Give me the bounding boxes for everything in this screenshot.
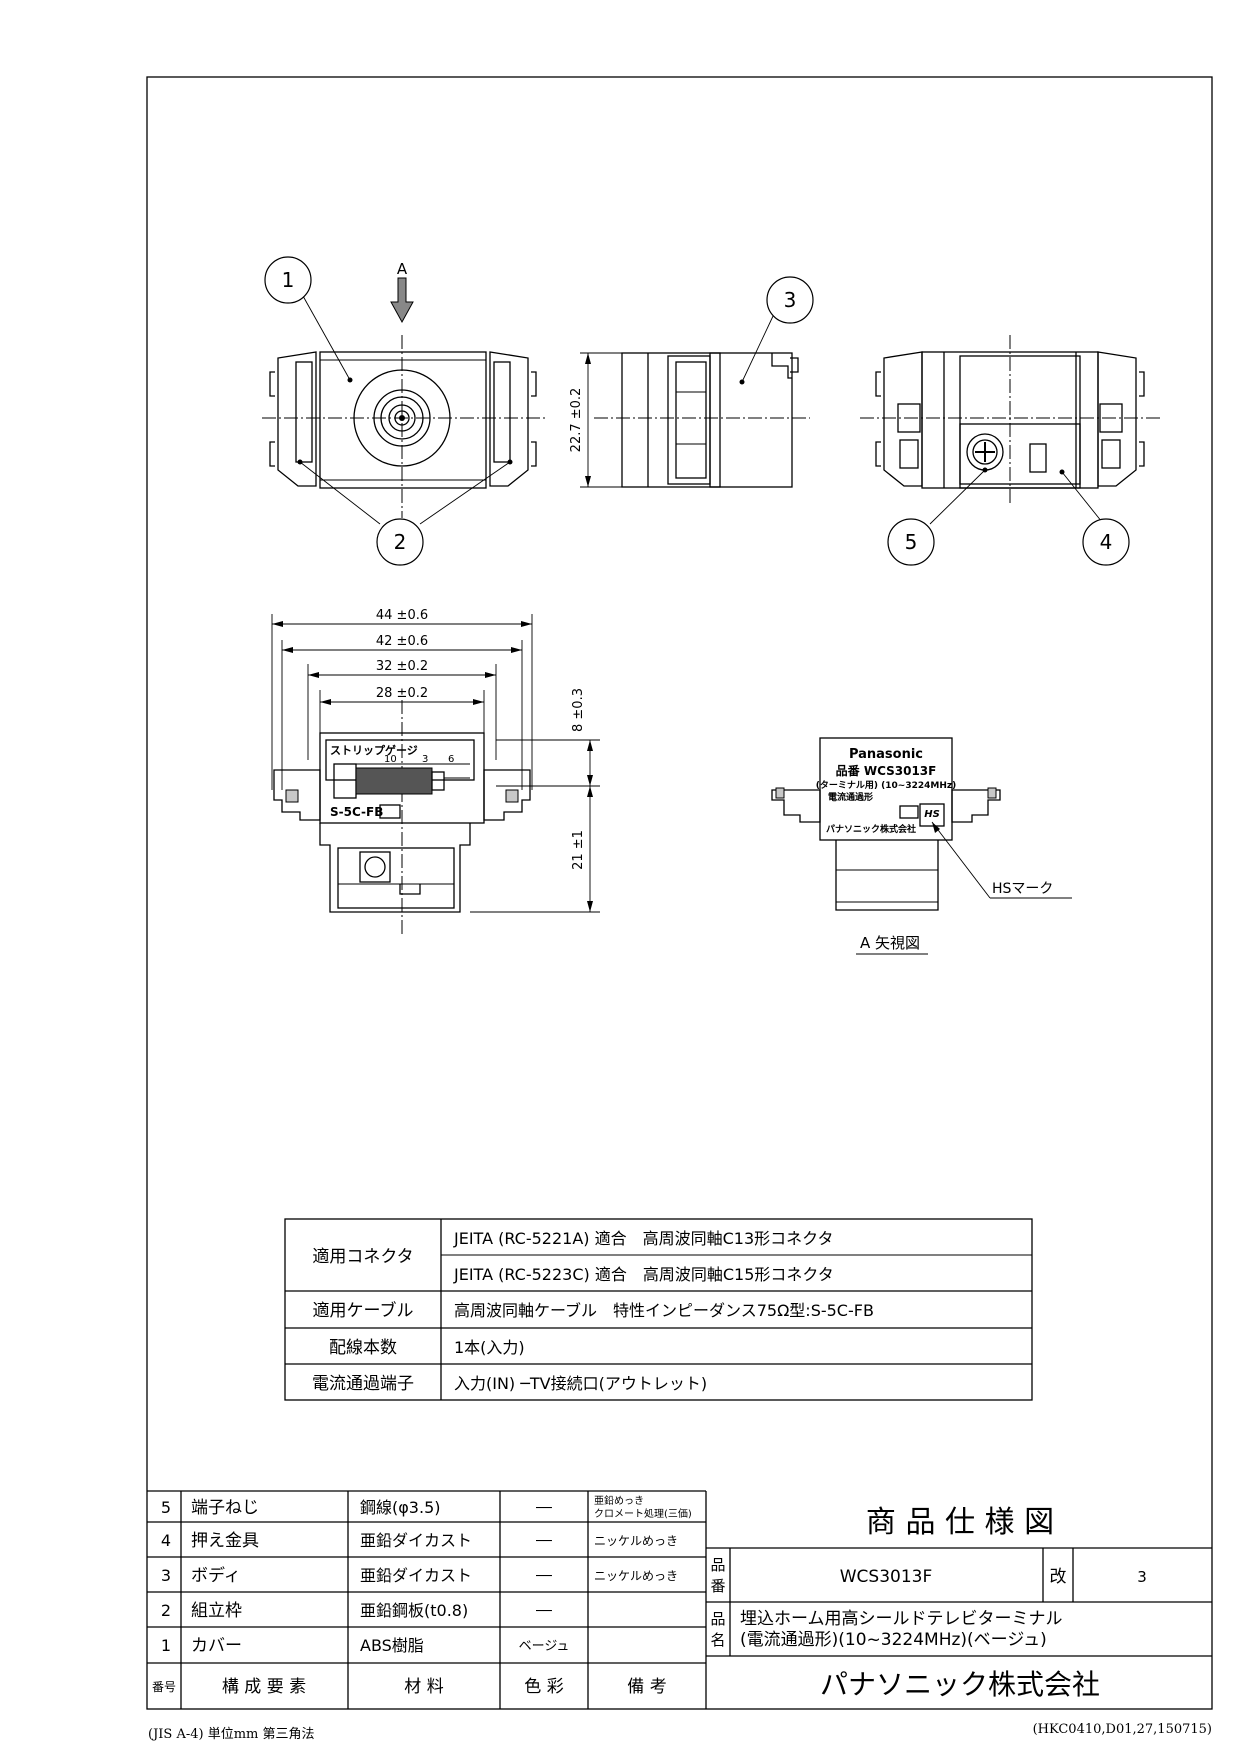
doc-title: 商 品 仕 様 図 [866, 1505, 1054, 1540]
hinban-label-2: 番 [710, 1577, 725, 1595]
label-sub1: (ターミナル用) (10~3224MHz) [816, 779, 956, 791]
part-5-name: 端子ねじ [191, 1498, 259, 1518]
hinmei-label-1: 品 [710, 1610, 725, 1628]
part-2-material: 亜鉛鋼板(t0.8) [360, 1601, 468, 1620]
part-3-no: 3 [161, 1566, 171, 1585]
spec-row-1-label: 適用コネクタ [312, 1247, 413, 1267]
callout-5 [887, 518, 935, 566]
label-model: 品番 WCS3013F [836, 763, 937, 778]
parts-header-color: 色 彩 [524, 1677, 563, 1697]
parts-header-part: 構 成 要 素 [222, 1677, 306, 1697]
part-3-material: 亜鉛ダイカスト [360, 1566, 472, 1585]
part-4-name: 押え金具 [191, 1531, 259, 1551]
callout-4 [1082, 518, 1130, 566]
strip-gauge-10: 10 [384, 754, 397, 765]
hinmei-line-1: 埋込ホーム用高シールドテレビターミナル [740, 1609, 1063, 1629]
part-3-color: ── [535, 1569, 552, 1584]
side-view: 3 22.7 ±0.2 [569, 276, 814, 488]
part-3-name: ボディ [191, 1565, 241, 1586]
strip-gauge-3: 3 [422, 754, 428, 765]
callout-2 [376, 518, 424, 566]
cable-type-label: S-5C-FB [330, 805, 383, 819]
dim-32: 32 ±0.2 [376, 659, 428, 674]
dim-8: 8 ±0.3 [571, 688, 586, 732]
spec-row-2-label: 適用ケーブル [313, 1300, 414, 1321]
callout-1 [264, 256, 312, 304]
front-view: A 1 2 [262, 256, 545, 566]
parts-table: 5 端子ねじ 鋼線(φ3.5) ── 亜鉛めっき クロメート処理(三価) 4 押… [147, 1490, 707, 1709]
spec-row-4-label: 電流通過端子 [312, 1374, 414, 1394]
spec-row-2-value: 高周波同軸ケーブル 特性インピーダンス75Ω型:S-5C-FB [454, 1301, 874, 1320]
label-hs: HS [924, 809, 940, 820]
spec-row-3-value: 1本(入力) [454, 1338, 525, 1357]
part-5-color: ── [535, 1501, 552, 1516]
label-sub2: 電流通過形 [828, 791, 873, 803]
part-1-material: ABS樹脂 [360, 1636, 424, 1655]
callout-3-label: 3 [784, 288, 797, 312]
dim-22-7: 22.7 ±0.2 [569, 388, 584, 453]
part-2-no: 2 [161, 1601, 171, 1620]
kai-value: 3 [1137, 1568, 1147, 1586]
dim-44: 44 ±0.6 [376, 608, 428, 623]
hinban: WCS3013F [840, 1567, 933, 1587]
view-a: Panasonic 品番 WCS3013F (ターミナル用) (10~3224M… [771, 737, 1072, 955]
rear-view: 5 4 [860, 335, 1160, 566]
view-a-caption: A 矢視図 [860, 934, 920, 952]
drawing-frame [146, 76, 1213, 1710]
spec-row-1-value-1: JEITA (RC-5221A) 適合 高周波同軸C13形コネクタ [453, 1229, 834, 1248]
part-5-note2: クロメート処理(三価) [594, 1507, 692, 1520]
label-maker: パナソニック株式会社 [826, 823, 916, 835]
parts-header-material: 材 料 [404, 1677, 443, 1697]
parts-header-note: 備 考 [627, 1677, 666, 1697]
parts-header-no: 番号 [152, 1680, 176, 1694]
part-4-note1: ニッケルめっき [594, 1534, 678, 1548]
part-2-color: ── [535, 1604, 552, 1619]
hinmei-line-2: (電流通過形)(10~3224MHz)(ベージュ) [740, 1630, 1047, 1650]
part-1-color: ベージュ [519, 1639, 570, 1654]
spec-row-4-value: 入力(IN) ─TV接続口(アウトレット) [454, 1374, 707, 1393]
callout-2-label: 2 [394, 530, 407, 554]
part-4-material: 亜鉛ダイカスト [360, 1531, 472, 1550]
callout-4-label: 4 [1100, 530, 1113, 554]
callout-1-label: 1 [282, 268, 295, 292]
strip-gauge-label: ストリップゲージ [330, 743, 418, 757]
view-a-arrow-icon [390, 277, 414, 324]
strip-gauge-6: 6 [448, 754, 454, 765]
part-5-note1: 亜鉛めっき [594, 1494, 644, 1507]
hs-mark-label: HSマーク [992, 881, 1053, 897]
part-4-no: 4 [161, 1531, 171, 1550]
dim-42: 42 ±0.6 [376, 634, 428, 649]
spec-row-1-value-2: JEITA (RC-5223C) 適合 高周波同軸C15形コネクタ [453, 1265, 834, 1284]
hinmei-label-2: 名 [710, 1631, 725, 1649]
label-side-view: 44 ±0.6 42 ±0.6 32 ±0.2 28 ±0.2 ストリップゲージ… [271, 608, 600, 935]
part-4-color: ── [535, 1534, 552, 1549]
part-3-note1: ニッケルめっき [594, 1569, 678, 1583]
footer-right: (HKC0410,D01,27,150715) [1033, 1722, 1212, 1737]
dim-28: 28 ±0.2 [376, 686, 428, 701]
spec-row-3-label: 配線本数 [329, 1338, 397, 1358]
title-block: 商 品 仕 様 図 品 番 WCS3013F 改 3 品 名 埋込ホーム用高シー… [706, 1505, 1212, 1701]
kai-label: 改 [1050, 1567, 1067, 1587]
part-1-no: 1 [161, 1636, 171, 1655]
part-2-name: 組立枠 [191, 1601, 242, 1621]
part-5-material: 鋼線(φ3.5) [360, 1498, 441, 1517]
hinban-label-1: 品 [710, 1556, 725, 1574]
part-5-no: 5 [161, 1498, 171, 1517]
callout-3 [766, 276, 814, 324]
dim-21: 21 ±1 [571, 830, 586, 870]
footer-left: (JIS A-4) 単位mm 第三角法 [148, 1726, 315, 1742]
spec-table: 適用コネクタ JEITA (RC-5221A) 適合 高周波同軸C13形コネクタ… [284, 1218, 1033, 1401]
label-brand: Panasonic [849, 747, 923, 762]
view-a-arrow-label: A [397, 260, 408, 278]
callout-5-label: 5 [905, 530, 918, 554]
part-1-name: カバー [191, 1636, 242, 1656]
company-name: パナソニック株式会社 [820, 1668, 1100, 1701]
